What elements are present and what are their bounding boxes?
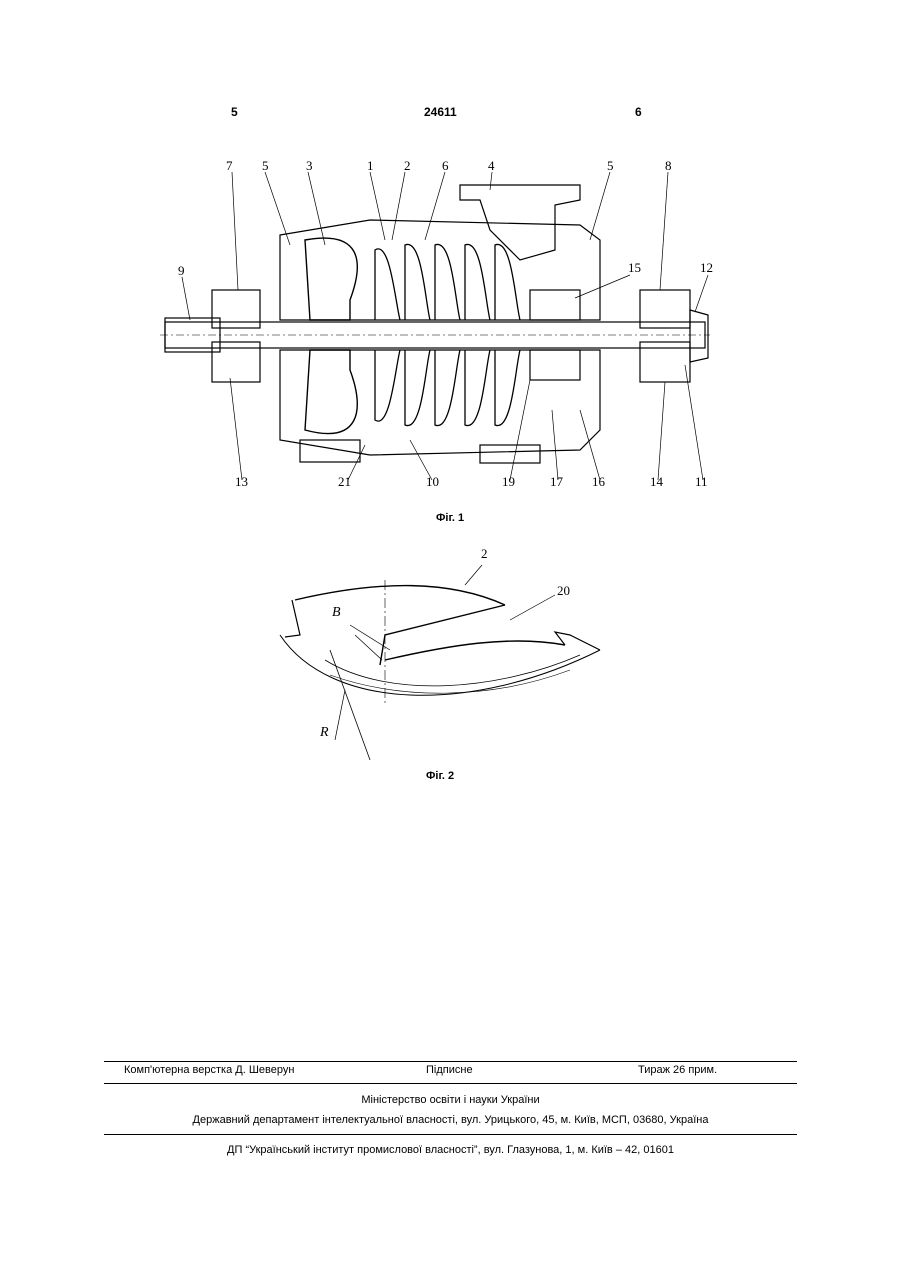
label-12: 12 xyxy=(700,260,713,275)
label-8: 8 xyxy=(665,158,672,173)
footer-ministry: Міністерство освіти і науки України xyxy=(104,1094,797,1106)
footer-rule-top xyxy=(104,1061,797,1062)
label-3: 3 xyxy=(306,158,313,173)
label-13: 13 xyxy=(235,474,248,489)
label-11: 11 xyxy=(695,474,708,489)
footer-institute: ДП “Український інститут промислової вла… xyxy=(104,1144,797,1156)
page-number-left: 5 xyxy=(231,105,238,119)
footer-circulation: Тираж 26 прим. xyxy=(638,1064,717,1076)
page-number-right: 6 xyxy=(635,105,642,119)
figure-2-caption: Фіг. 2 xyxy=(426,770,454,782)
figure-1-caption: Фіг. 1 xyxy=(436,512,464,524)
footer-rule-middle xyxy=(104,1083,797,1084)
label-4: 4 xyxy=(488,158,495,173)
label-2: 2 xyxy=(481,546,488,561)
label-17: 17 xyxy=(550,474,564,489)
label-15: 15 xyxy=(628,260,641,275)
label-9: 9 xyxy=(178,263,185,278)
label-10: 10 xyxy=(426,474,439,489)
label-19: 19 xyxy=(502,474,515,489)
footer-signed: Підписне xyxy=(426,1064,473,1076)
figure-1-drawing: 7 5 3 1 2 6 4 5 8 9 15 12 13 21 10 19 17… xyxy=(160,150,720,495)
label-r: R xyxy=(319,725,329,740)
label-20: 20 xyxy=(557,583,570,598)
figure-2-drawing: 2 20 B R xyxy=(270,540,610,770)
label-16: 16 xyxy=(592,474,606,489)
footer-layout: Комп'ютерна верстка Д. Шеверун xyxy=(124,1064,294,1076)
label-5b: 5 xyxy=(607,158,614,173)
footer-department: Державний департамент інтелектуальної вл… xyxy=(104,1114,797,1126)
label-5: 5 xyxy=(262,158,269,173)
label-14: 14 xyxy=(650,474,664,489)
label-2: 2 xyxy=(404,158,411,173)
label-b: B xyxy=(332,605,341,620)
label-6: 6 xyxy=(442,158,449,173)
label-1: 1 xyxy=(367,158,374,173)
casing-upper xyxy=(280,220,600,320)
casing-lower xyxy=(280,350,600,455)
label-21: 21 xyxy=(338,474,351,489)
footer-rule-bottom xyxy=(104,1134,797,1135)
label-7: 7 xyxy=(226,158,233,173)
patent-number: 24611 xyxy=(424,105,457,119)
